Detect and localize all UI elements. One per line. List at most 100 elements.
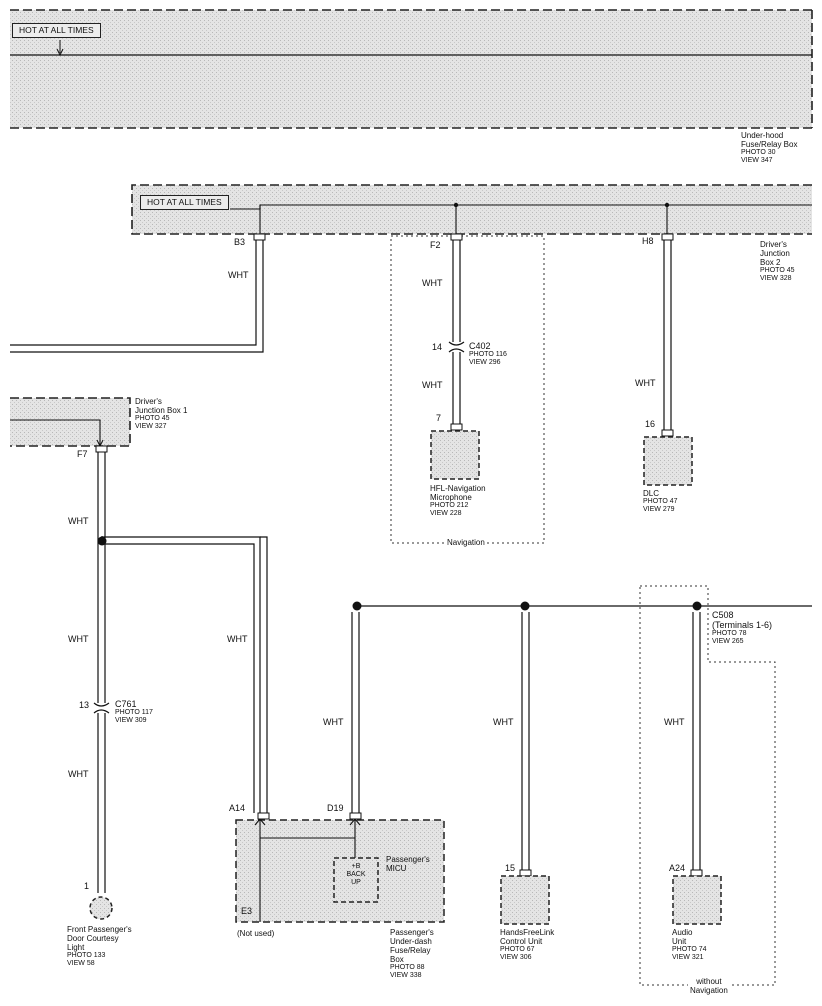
door-light-photo: PHOTO 133	[67, 952, 106, 959]
terminals	[95, 233, 703, 877]
hot-at-all-times-tag-jb2: HOT AT ALL TIMES	[140, 195, 229, 210]
c508-name: C508	[712, 610, 734, 620]
passenger-name-3: Fuse/Relay	[390, 946, 431, 955]
not-used-note: (Not used)	[237, 929, 275, 938]
jb1-label: Driver's Junction Box 1 PHOTO 45 VIEW 32…	[135, 397, 187, 431]
audio-photo: PHOTO 74	[672, 946, 707, 953]
pin-h8: H8	[642, 236, 654, 246]
dlc-connector	[643, 436, 693, 486]
hfl-unit-name-1: HandsFreeLink	[500, 928, 555, 937]
pin-f2: F2	[430, 240, 441, 250]
connector-breaks	[93, 341, 465, 714]
backup-line-1: +B	[351, 863, 361, 870]
handsfreelink-control-unit	[500, 875, 550, 925]
backup-relay	[333, 857, 379, 903]
without-navigation-frame	[639, 585, 776, 986]
without-nav-line-2: Navigation	[690, 986, 728, 995]
underhood-photo: PHOTO 30	[741, 149, 776, 156]
jb2-photo: PHOTO 45	[760, 267, 795, 274]
backup-line-3: UP	[351, 879, 361, 886]
passenger-name-4: Box	[390, 955, 404, 964]
wires	[10, 240, 812, 893]
wire-color-hfl: WHT	[493, 717, 514, 727]
without-navigation-note: without Navigation	[688, 977, 730, 995]
passenger-view: VIEW 338	[390, 972, 422, 979]
micu-name-2: MICU	[386, 864, 407, 873]
hfl-unit-view: VIEW 306	[500, 954, 532, 961]
wire-color-f2-lower: WHT	[422, 380, 443, 390]
junction-box-1	[10, 397, 131, 448]
pin-a24: A24	[669, 863, 686, 873]
pin-a14: A14	[229, 803, 246, 813]
dlc-view: VIEW 279	[643, 506, 675, 513]
hfl-mic-view: VIEW 228	[430, 510, 462, 517]
underhood-name-2: Fuse/Relay Box	[741, 140, 798, 149]
underhood-box-label: Under-hood Fuse/Relay Box PHOTO 30 VIEW …	[741, 131, 797, 165]
hfl-navigation-microphone	[430, 430, 480, 480]
jb2-name-3: Box 2	[760, 258, 781, 267]
door-light-name-1: Front Passenger's	[67, 925, 132, 934]
audio-unit-label: Audio Unit PHOTO 74 VIEW 321	[672, 928, 707, 962]
audio-name-2: Unit	[672, 937, 687, 946]
wire-color-a14: WHT	[227, 634, 248, 644]
jb2-view: VIEW 328	[760, 275, 792, 282]
door-courtesy-light	[89, 896, 113, 920]
passenger-name-1: Passenger's	[390, 928, 434, 937]
c761-name: C761	[115, 699, 137, 709]
door-light-name-2: Door Courtesy	[67, 934, 119, 943]
pin-7: 7	[436, 413, 442, 423]
micu-name-1: Passenger's	[386, 855, 430, 864]
backup-line-2: BACK	[346, 871, 366, 878]
underhood-view: VIEW 347	[741, 157, 773, 164]
c508-photo: PHOTO 78	[712, 630, 747, 637]
c402-photo: PHOTO 116	[469, 351, 507, 358]
pin-15: 15	[505, 863, 516, 873]
hfl-mic-photo: PHOTO 212	[430, 502, 469, 509]
audio-name-1: Audio	[672, 928, 693, 937]
hfl-mic-name-2: Microphone	[430, 493, 472, 502]
c761-photo: PHOTO 117	[115, 709, 153, 716]
hfl-unit-label: HandsFreeLink Control Unit PHOTO 67 VIEW…	[500, 928, 554, 962]
passenger-photo: PHOTO 88	[390, 964, 425, 971]
door-light-label: Front Passenger's Door Courtesy Light PH…	[67, 925, 132, 968]
hot-at-all-times-tag-top: HOT AT ALL TIMES	[12, 23, 101, 38]
wire-color-f2-upper: WHT	[422, 278, 443, 288]
jb1-view: VIEW 327	[135, 423, 167, 430]
connector-c761-label: C761 PHOTO 117 VIEW 309	[115, 699, 153, 725]
audio-unit	[672, 875, 722, 925]
dlc-photo: PHOTO 47	[643, 498, 678, 505]
pin-e3: E3	[241, 906, 253, 916]
c402-view: VIEW 296	[469, 359, 501, 366]
pin-13: 13	[79, 700, 90, 710]
connector-c402-label: C402 PHOTO 116 VIEW 296	[469, 341, 507, 367]
jb1-name-2: Junction Box 1	[135, 406, 188, 415]
hfl-unit-photo: PHOTO 67	[500, 946, 535, 953]
underhood-name-1: Under-hood	[741, 131, 784, 140]
wire-color-audio: WHT	[664, 717, 685, 727]
jb1-photo: PHOTO 45	[135, 415, 170, 422]
c402-name: C402	[469, 341, 491, 351]
jb2-name-2: Junction	[760, 249, 790, 258]
underhood-fuse-box	[10, 9, 813, 129]
wire-color-b3: WHT	[228, 270, 249, 280]
door-light-name-3: Light	[67, 943, 85, 952]
jb2-name-1: Driver's	[760, 240, 787, 249]
pin-f7: F7	[77, 449, 88, 459]
pin-1: 1	[84, 881, 90, 891]
c761-view: VIEW 309	[115, 717, 147, 724]
connector-c508-label: C508 (Terminals 1-6) PHOTO 78 VIEW 265	[712, 610, 772, 646]
micu-label: Passenger's MICU	[386, 855, 430, 873]
navigation-note: Navigation	[445, 538, 487, 547]
pin-d19: D19	[327, 803, 344, 813]
micu-internals	[254, 818, 361, 922]
wire-color-d19: WHT	[323, 717, 344, 727]
splices	[97, 536, 702, 611]
passenger-box-label: Passenger's Under-dash Fuse/Relay Box PH…	[390, 928, 434, 980]
hfl-mic-name-1: HFL-Navigation	[430, 484, 486, 493]
audio-view: VIEW 321	[672, 954, 704, 961]
jb2-label: Driver's Junction Box 2 PHOTO 45 VIEW 32…	[760, 240, 795, 283]
wire-color-h8: WHT	[635, 378, 656, 388]
passenger-name-2: Under-dash	[390, 937, 432, 946]
pin-b3: B3	[234, 237, 246, 247]
